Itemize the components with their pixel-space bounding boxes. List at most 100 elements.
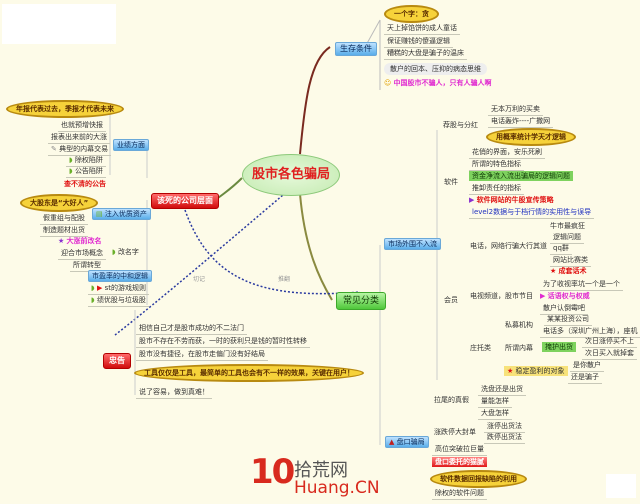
rename-item-magenta[interactable]: ★ 大涨前改名 [58,237,102,245]
insider-node[interactable]: 所谓内幕 [505,344,533,352]
tv-item[interactable]: 为了收视率坑一个是一个 [540,279,623,291]
performance-item[interactable]: 也就预增快报 [58,120,106,132]
performance-item-ellipse[interactable]: 年报代表过去，季报才代表未来 [6,100,124,118]
recommend-item[interactable]: 电话轰炸----广撒网 [488,116,554,128]
common-types-node[interactable]: 常见分类 [336,292,387,310]
assets-item[interactable]: 制造题材出货 [40,225,88,237]
performance-item[interactable]: ◗ 除权陷阱 [66,155,106,167]
survival-item[interactable]: 保证赚钱的傻逼逻辑 [384,36,453,48]
phone-node[interactable]: 电话，网络行骗大行其道 [470,242,547,250]
private-item[interactable]: 某某投资公司 [544,314,592,326]
advice-node[interactable]: 忠告 [103,353,131,369]
target-node[interactable]: ★ 稳定盈利的对象 [504,366,568,376]
flag-icon: ▶ [469,196,475,204]
performance-item-red[interactable]: 查不清的公告 [64,180,106,188]
pull-item[interactable]: 量能怎样 [478,396,512,408]
leaf-icon: ◗ [91,296,95,304]
note-icon: ▤ [96,210,103,218]
assets-item-ellipse[interactable]: 大股东是“大好人” [20,194,99,212]
tape-scam-node[interactable]: ▲ 盘口骗局 [385,436,429,448]
tape-item-ellipse[interactable]: 软件数据回报缺陷的利用 [430,470,527,488]
advice-item[interactable]: 股市没有捷径，在股市走偏门没有好结局 [136,349,268,361]
tv-item[interactable]: 散户认倒霉吧 [540,303,588,315]
survival-item[interactable]: 糟糕的大盘是骗子的温床 [384,48,467,60]
survival-item-greed[interactable]: 一个字：贪 [384,5,439,23]
survival-item[interactable]: 散户的回本、压抑的病态思维 [384,63,487,75]
assets-item[interactable]: 假重组与配股 [40,213,88,225]
survival-node[interactable]: 生存条件 [335,42,377,56]
advice-item[interactable]: 相信自己才是股市成功的不二法门 [136,323,247,335]
software-item-blue[interactable]: level2数据与于档行情的实用性与误导 [469,207,595,219]
tape-item-red[interactable]: 盘口委托的猫腻 [432,457,487,467]
recommend-item[interactable]: 无本万利的买卖 [488,104,543,116]
zhuang-node[interactable]: 庄托类 [470,344,491,352]
central-topic[interactable]: 股市各色骗局 [242,154,340,196]
company-node[interactable]: 该死的公司层面 [151,193,219,209]
advice-item[interactable]: 说了容易，做到真难！ [136,387,212,399]
logo-cn: 拾荒网 [294,460,348,481]
limit-item[interactable]: 涨停出货法 [484,421,525,433]
insider-item[interactable]: 次日涨停买不上 [582,336,637,348]
advice-item-ellipse[interactable]: 工具仅仅是工具，最简单的工具也会有不一样的效果，关键在用户！ [134,364,364,382]
flag-icon: ▶ [540,292,546,300]
star-icon: ★ [550,267,557,275]
phone-item[interactable]: 牛市最疯狂 [550,222,585,230]
performance-item[interactable]: 报表出来前的大涨 [48,132,110,144]
assets-node[interactable]: ▤ 注入优质资产 [92,208,151,220]
rename-item[interactable]: 迎合市场概念 [58,248,106,260]
leaf-icon: ◗ [69,156,73,164]
logo-number: 10 [250,452,295,492]
market-outside-node[interactable]: 市场外围不入流 [384,238,441,250]
leaf-icon: ◗ [69,167,73,175]
private-item[interactable]: 电话多（深圳广州上海），座机 [540,326,640,338]
phone-item-red[interactable]: ★ 成套话术 [550,267,587,275]
performance-item[interactable]: ◗ 公告陷阱 [66,166,106,178]
bull-item[interactable]: ◗ ▶ st的游戏规则 [88,283,149,295]
phone-item[interactable]: qq群 [550,243,572,255]
software-item[interactable]: 花俏的界面，安乐死刷 [469,147,545,159]
bull-node[interactable]: 市盈率的中和逻辑 [88,270,152,282]
member-node[interactable]: 会员 [444,296,458,304]
phone-item[interactable]: 网站比赛类 [550,255,591,267]
software-item-red[interactable]: ▶ 软件网站的牛股宣传策略 [469,196,554,204]
performance-item[interactable]: ✎ 典型的内幕交易 [48,144,112,156]
person-icon: ▲ [389,438,395,446]
blank-area-corner [606,474,636,498]
tape-item[interactable]: 除权的软件问题 [432,488,487,500]
limit-node[interactable]: 涨跌停大封单 [434,428,476,436]
target-item[interactable]: 还是骗子 [568,372,602,384]
rename-item[interactable]: 所谓转型 [70,260,104,272]
connector-label-b: 推翻 [278,276,291,283]
pull-node[interactable]: 拉尾的真假 [434,396,469,404]
connector-label-a: 切记 [193,276,206,283]
software-item-highlight[interactable]: 资金净流入流出骗局的逻辑问题 [469,171,573,181]
insider-cover-node[interactable]: 掩护出货 [542,342,576,352]
tv-item-magenta[interactable]: ▶ 话语权与权威 [540,292,590,300]
bull-item[interactable]: ◗ 绩优股与垃圾股 [88,295,149,307]
performance-node[interactable]: 业绩方面 [113,139,149,151]
software-item[interactable]: 所谓的特色指标 [469,159,524,171]
rename-node[interactable]: ◗ 改名字 [112,248,139,256]
survival-item[interactable]: 天上掉馅饼的成人童话 [384,23,460,35]
star-icon: ★ [58,237,65,245]
star-icon: ★ [507,367,514,375]
advice-item[interactable]: 股市不存在不劳而获，一时的获利只是钱的暂时性转移 [136,336,310,348]
recommend-item-ellipse[interactable]: 用概率统计学天才逻辑 [486,128,576,146]
pull-item[interactable]: 洗盘还是出货 [478,384,526,396]
logo-domain: Huang.CN [294,478,380,498]
smiley-icon: ☺ [384,79,392,87]
limit-item[interactable]: 跌停出货法 [484,432,525,444]
phone-item[interactable]: 逻辑问题 [550,232,584,244]
software-item[interactable]: 推卸责任的指标 [469,183,524,195]
private-node[interactable]: 私募机构 [505,321,533,329]
software-node[interactable]: 软件 [444,178,458,186]
pull-item[interactable]: 大盘怎样 [478,408,512,420]
survival-item-magenta[interactable]: ☺ 中国股市不骗人，只有人骗人啊 [384,79,492,87]
tv-node[interactable]: 电视频道，股市节目 [470,292,533,300]
tape-item[interactable]: 高位突破拉巨量 [432,444,487,456]
target-item[interactable]: 是你散户 [570,360,604,372]
insider-item[interactable]: 次日买入就掉套 [582,348,637,360]
recommend-node[interactable]: 荐股与分红 [443,121,478,129]
flag-icon: ▶ [96,284,103,292]
